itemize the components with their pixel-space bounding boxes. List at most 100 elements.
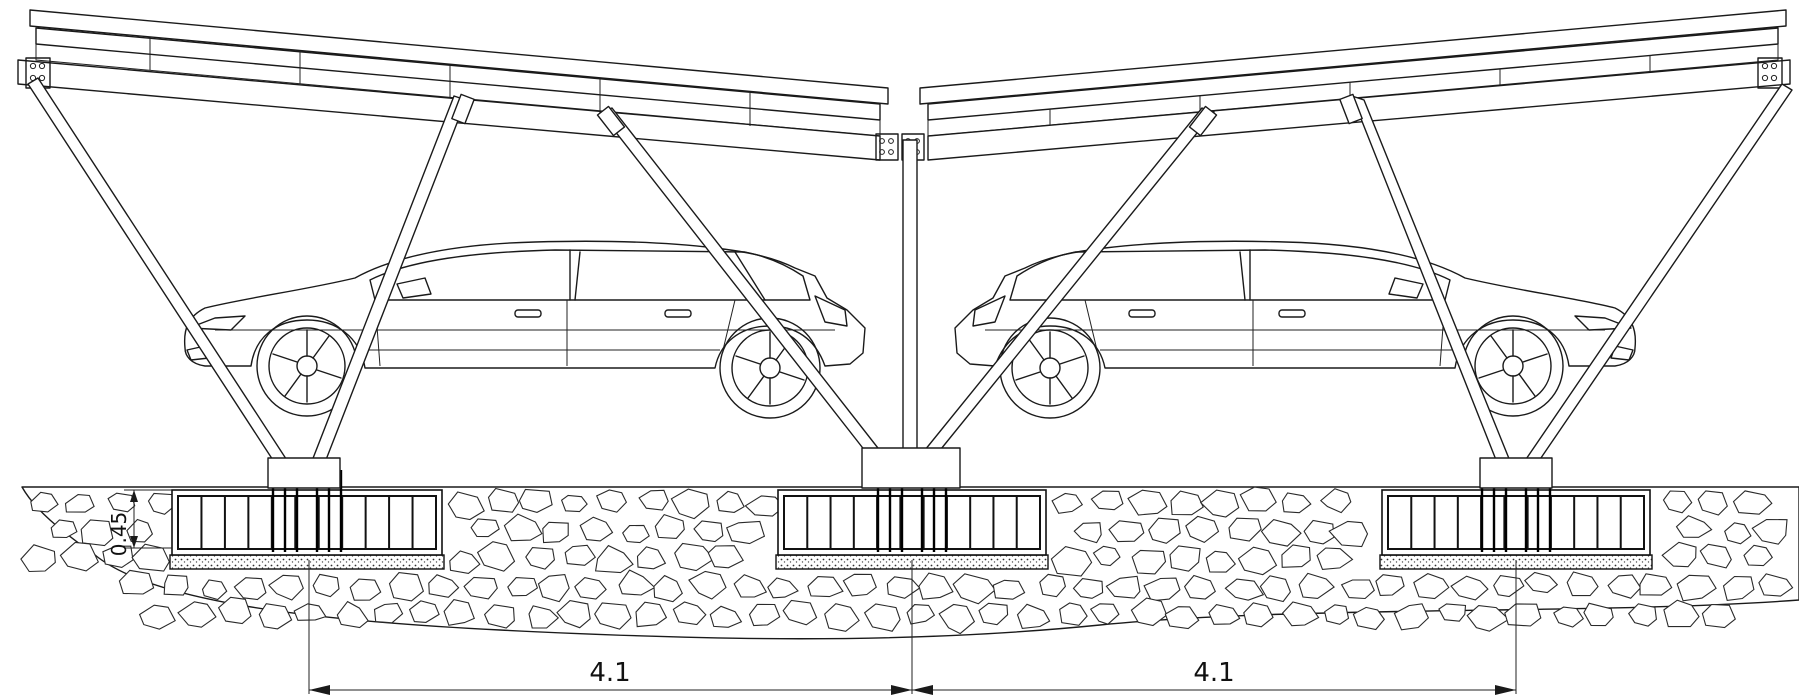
stone: [638, 489, 669, 511]
stone: [428, 574, 460, 598]
car-left: [183, 240, 866, 419]
span-left-label: 4.1: [589, 658, 630, 688]
stone: [1105, 575, 1141, 599]
stone: [1281, 601, 1320, 627]
stone: [373, 602, 404, 624]
stone: [748, 603, 781, 627]
stone: [1758, 573, 1794, 597]
steel-struts: [27, 77, 1793, 489]
stone: [1722, 575, 1755, 602]
stone: [537, 574, 570, 603]
stone: [1259, 575, 1292, 603]
stone: [163, 574, 189, 596]
stone: [518, 488, 553, 513]
stone: [1324, 604, 1350, 625]
stone: [138, 604, 176, 630]
stone: [670, 488, 710, 520]
stone: [579, 516, 614, 542]
stone: [64, 494, 95, 513]
stone: [1169, 545, 1201, 572]
stone: [595, 489, 628, 513]
stone: [1675, 515, 1713, 538]
stone: [349, 578, 382, 601]
stone: [1127, 489, 1168, 516]
stone: [1319, 488, 1352, 514]
foundation-depth-label: 0.45: [107, 512, 131, 557]
stone: [574, 577, 607, 600]
stone: [1170, 490, 1204, 516]
stone: [1639, 573, 1673, 596]
stone: [635, 601, 668, 628]
stone: [618, 569, 656, 596]
stone: [1751, 518, 1788, 545]
stone: [1466, 605, 1510, 632]
stone: [733, 574, 768, 598]
stone: [487, 487, 520, 513]
stone: [1228, 517, 1262, 542]
stone: [528, 605, 560, 629]
stone: [1413, 572, 1450, 600]
stone: [1732, 490, 1773, 515]
stone: [443, 598, 476, 626]
stone: [1524, 571, 1559, 594]
roof-right: [919, 9, 1791, 161]
stone: [1239, 486, 1277, 512]
wheel-front-left-car: [256, 315, 358, 417]
stone: [709, 605, 743, 628]
stone: [1073, 522, 1102, 544]
stone: [1553, 606, 1585, 628]
stone: [1072, 578, 1104, 599]
stone: [1050, 545, 1093, 577]
stone: [1298, 572, 1335, 599]
stone: [1281, 492, 1312, 514]
stone: [707, 545, 744, 569]
stone: [80, 519, 114, 547]
stone: [1663, 599, 1700, 628]
stone: [293, 603, 327, 621]
stone: [992, 579, 1026, 600]
stone: [863, 603, 901, 632]
stone: [1205, 550, 1237, 573]
roof-left: [17, 9, 889, 161]
stone: [1092, 545, 1121, 567]
stone-aggregate: [20, 486, 1794, 635]
stone: [118, 569, 155, 595]
stone: [1699, 543, 1732, 569]
stone: [1208, 603, 1241, 625]
stone: [842, 573, 877, 597]
stone: [1627, 603, 1657, 627]
stone: [408, 600, 440, 623]
stone: [1130, 597, 1168, 627]
stone: [470, 518, 500, 538]
stone: [1148, 517, 1181, 544]
stone: [672, 601, 707, 626]
stone: [886, 576, 921, 599]
stone: [1393, 603, 1430, 631]
stone: [1185, 515, 1220, 544]
stone: [177, 601, 217, 628]
stone: [1090, 490, 1124, 511]
stone: [1352, 606, 1385, 631]
stone: [1143, 577, 1181, 602]
stone: [1504, 603, 1542, 627]
stone: [906, 604, 936, 625]
stone: [312, 573, 340, 598]
stone: [1676, 574, 1717, 602]
stone: [542, 521, 569, 544]
stone: [1701, 603, 1736, 629]
stone: [744, 495, 786, 517]
stone: [1340, 579, 1375, 600]
stone: [622, 524, 650, 544]
foundation-block: [775, 470, 1049, 570]
stone: [476, 541, 516, 572]
stone: [594, 544, 634, 574]
stone: [1237, 546, 1278, 576]
stone: [1039, 573, 1067, 598]
stone: [388, 572, 425, 602]
stone: [767, 577, 799, 599]
stone: [807, 576, 844, 598]
stone: [1281, 544, 1311, 568]
stone: [1493, 575, 1525, 598]
stone: [1108, 520, 1145, 543]
